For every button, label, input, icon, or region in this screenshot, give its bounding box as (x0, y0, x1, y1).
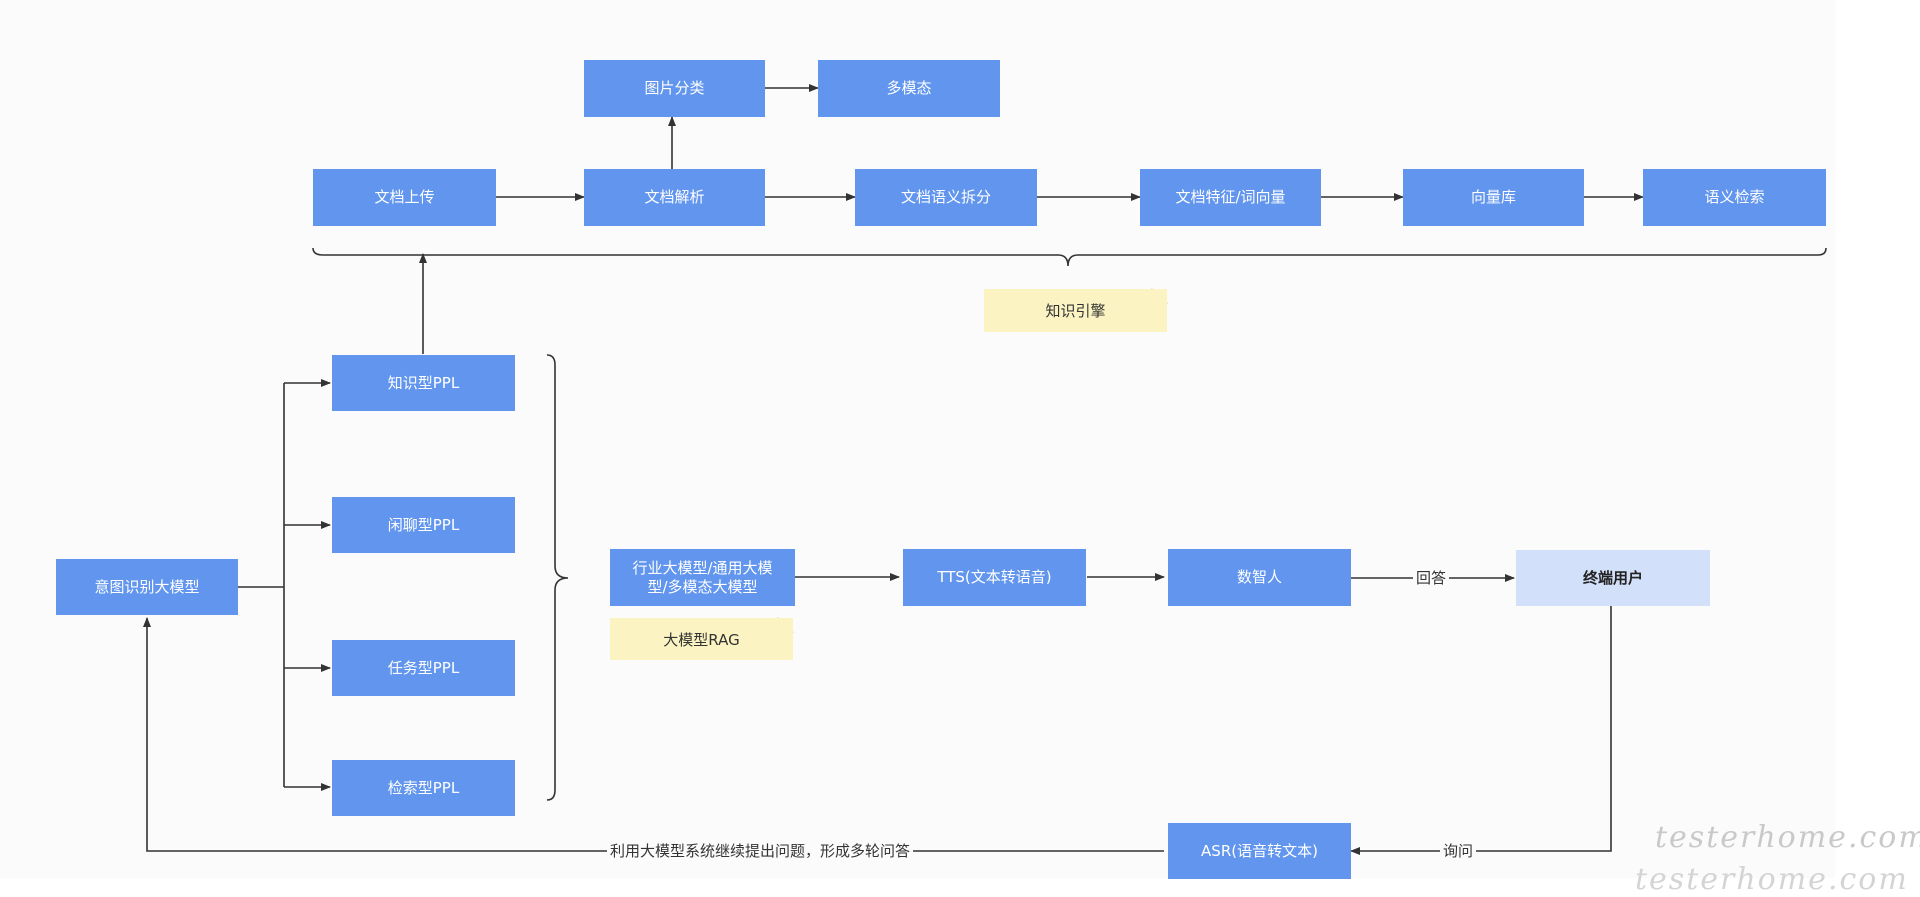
node-end-user[interactable]: 终端用户 (1516, 550, 1710, 606)
edge-label-answer: 回答 (1412, 569, 1450, 587)
node-label: 向量库 (1470, 188, 1516, 206)
watermark-text: testerhome.com (1655, 820, 1920, 855)
node-multimodal[interactable]: 多模态 (818, 60, 1000, 117)
edge-label-multi-turn: 利用大模型系统继续提出问题，形成多轮问答 (606, 842, 914, 860)
edge-user-asr (1350, 606, 1612, 855)
node-llm[interactable]: 行业大模型/通用大模型/多模态大模型 (610, 549, 795, 606)
node-knowledge-ppl[interactable]: 知识型PPL (332, 355, 515, 411)
node-label: TTS(文本转语音) (937, 568, 1052, 586)
node-label: ASR(语音转文本) (1201, 841, 1318, 860)
node-label: 闲聊型PPL (387, 515, 460, 534)
node-label: 终端用户 (1582, 568, 1643, 587)
node-task-ppl[interactable]: 任务型PPL (332, 640, 515, 696)
note-label: 知识引擎 (1045, 302, 1106, 320)
node-label: 意图识别大模型 (94, 577, 200, 596)
connector-layer (143, 84, 1827, 855)
node-label: 图片分类 (644, 79, 705, 97)
note-llm-rag: 大模型RAG (610, 618, 793, 660)
node-image-classify[interactable]: 图片分类 (584, 60, 765, 117)
node-label: 任务型PPL (387, 658, 460, 677)
node-label: 行业大模型/通用大模型/多模态大模型 (632, 558, 773, 596)
node-label: 文档特征/词向量 (1175, 188, 1286, 206)
node-label: 语义检索 (1704, 188, 1765, 206)
node-label: 文档解析 (644, 188, 705, 206)
node-label: 知识型PPL (387, 373, 460, 392)
node-doc-upload[interactable]: 文档上传 (313, 169, 496, 226)
ppl-brace (546, 354, 569, 801)
node-digital-human[interactable]: 数智人 (1168, 549, 1351, 606)
diagram-canvas: 图片分类 多模态 文档上传 文档解析 文档语义拆分 文档特征/词向量 向量库 语… (56, 60, 1920, 879)
node-vector-db[interactable]: 向量库 (1403, 169, 1584, 226)
edge-label-ask: 询问 (1439, 842, 1477, 860)
node-semantic-search[interactable]: 语义检索 (1643, 169, 1826, 226)
node-search-ppl[interactable]: 检索型PPL (332, 760, 515, 816)
node-label: 数智人 (1236, 568, 1282, 586)
note-label: 大模型RAG (663, 630, 740, 649)
node-label: 文档语义拆分 (900, 188, 991, 206)
node-chat-ppl[interactable]: 闲聊型PPL (332, 497, 515, 553)
node-asr[interactable]: ASR(语音转文本) (1168, 823, 1351, 879)
node-label: 文档上传 (374, 188, 435, 206)
watermark-text-secondary: testerhome.com (1635, 862, 1909, 897)
knowledge-brace (312, 247, 1827, 267)
note-knowledge-engine: 知识引擎 (984, 289, 1167, 332)
node-doc-vector[interactable]: 文档特征/词向量 (1140, 169, 1321, 226)
node-label: 检索型PPL (387, 778, 460, 797)
node-intent-model[interactable]: 意图识别大模型 (56, 559, 238, 615)
node-label: 多模态 (886, 79, 932, 97)
node-tts[interactable]: TTS(文本转语音) (903, 549, 1086, 606)
node-doc-split[interactable]: 文档语义拆分 (855, 169, 1037, 226)
node-doc-parse[interactable]: 文档解析 (584, 169, 765, 226)
